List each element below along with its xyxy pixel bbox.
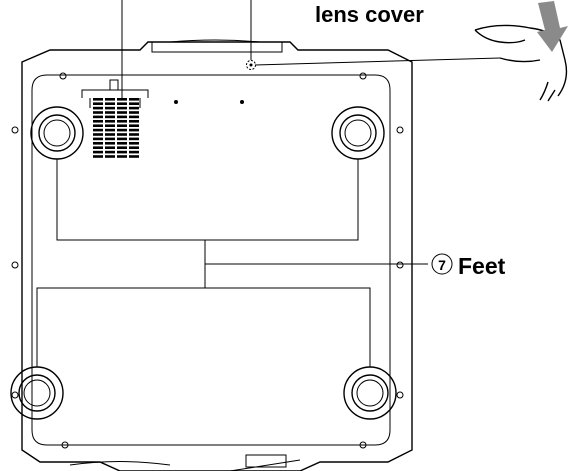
vent-slat (129, 98, 139, 101)
vent-slat (105, 124, 115, 127)
feet-number-digit: 7 (438, 257, 446, 273)
vent-slat (93, 98, 103, 101)
vent-slat (129, 115, 139, 119)
vent-slat (129, 128, 139, 132)
vent-slat (105, 115, 115, 119)
foot-top-right (331, 106, 385, 160)
vent-slat (105, 128, 115, 132)
vent-slat (105, 155, 115, 158)
vent-slat (117, 102, 127, 105)
vent-slat (93, 128, 103, 132)
arrow-down-icon (537, 1, 568, 52)
vent-slat (93, 115, 103, 119)
foot-bottom-left (10, 366, 64, 420)
vent-slat (117, 137, 127, 141)
vent-slat (117, 150, 127, 154)
vent-slat (105, 98, 115, 101)
vent-slat (105, 150, 115, 154)
vent-slat (105, 111, 115, 114)
vent-slat (93, 137, 103, 141)
vent-slat (93, 155, 103, 158)
screws (11, 60, 404, 449)
vent-slat (105, 142, 115, 145)
vent-slat (129, 142, 139, 145)
vent-slat (105, 106, 115, 110)
vent-slat (105, 137, 115, 141)
vent-grille (81, 79, 149, 158)
vent-slat (129, 146, 139, 149)
foot-bottom-right (343, 366, 397, 420)
vent-slat (129, 150, 139, 154)
vent-slat (129, 155, 139, 158)
vent-slat (93, 111, 103, 114)
vent-slat (105, 133, 115, 136)
vent-slat (129, 106, 139, 110)
vent-slat (117, 142, 127, 145)
hand-illustration (474, 1, 568, 102)
feet-callout-bracket (36, 159, 428, 367)
vent-slat (117, 146, 127, 149)
vent-slat (117, 133, 127, 136)
vent-slat (93, 133, 103, 136)
top-callout-lines (121, 0, 501, 98)
vent-slat (105, 102, 115, 105)
vent-slat (93, 150, 103, 154)
foot-top-left (30, 106, 84, 160)
vent-slat (129, 124, 139, 127)
vent-slat (93, 142, 103, 145)
feet-label: Feet (458, 253, 506, 279)
vent-slat (93, 120, 103, 123)
vent-slat (129, 111, 139, 114)
vent-slat (117, 98, 127, 101)
vent-slat (117, 124, 127, 127)
vent-slat (129, 120, 139, 123)
vent-slat (117, 115, 127, 119)
vent-slat (117, 111, 127, 114)
bottom-details (69, 454, 301, 471)
vent-slat (117, 128, 127, 132)
vent-slat (93, 124, 103, 127)
vent-slat (93, 106, 103, 110)
vent-slat (105, 146, 115, 149)
vent-slat (129, 133, 139, 136)
vent-slat (129, 102, 139, 105)
vent-slat (129, 137, 139, 141)
vent-slat (117, 120, 127, 123)
vent-slat (105, 120, 115, 123)
projector-body (21, 39, 413, 471)
vent-slat (117, 155, 127, 158)
vent-slat (117, 106, 127, 110)
lens-cover-label: lens cover (315, 2, 424, 27)
vent-slat (93, 102, 103, 105)
vent-slat (93, 146, 103, 149)
